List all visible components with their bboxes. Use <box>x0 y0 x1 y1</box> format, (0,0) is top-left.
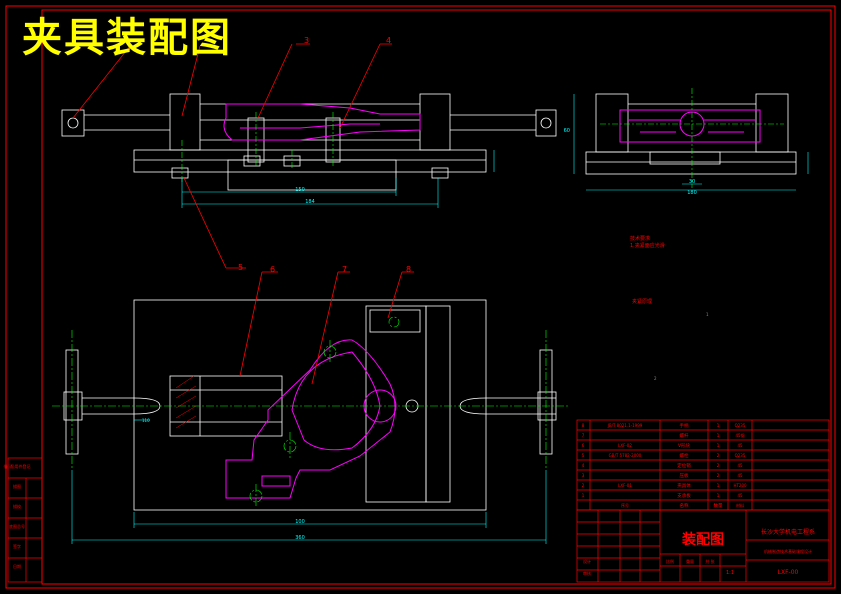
front-view-centerlines <box>52 316 568 508</box>
parts-cell-qty: 数量 <box>714 502 723 509</box>
stamp-row-label: 底图总号 <box>9 523 25 529</box>
parts-cell-qty: 1 <box>717 493 720 499</box>
stamp-row-label: 日期 <box>13 563 21 569</box>
parts-cell-name: 螺杆 <box>680 432 689 439</box>
parts-cell-qty: 2 <box>717 463 720 469</box>
parts-cell-qty: 1 <box>717 423 720 429</box>
side-view-part <box>619 109 761 143</box>
side-view-centerlines <box>600 88 784 188</box>
drawing-title: 夹具装配图 <box>22 15 232 61</box>
parts-cell-material: 45钢 <box>735 432 744 438</box>
top-dim-184: 184 <box>305 199 315 205</box>
side-dim-30: 30 <box>689 179 695 185</box>
outer-border <box>5 5 836 589</box>
stray-mark-2: 2 <box>654 376 657 381</box>
callout-6: 6 <box>270 265 275 274</box>
parts-cell-qty: 2 <box>717 453 720 459</box>
left-stamp <box>7 457 43 583</box>
parts-cell-std: LXF-02 <box>618 443 632 448</box>
title-block-drawing-name: 装配图 <box>681 531 724 548</box>
title-block-school: 长沙大学机电工程系 <box>761 528 815 536</box>
parts-cell-qty: 1 <box>717 433 720 439</box>
parts-cell-qty: 1 <box>717 483 720 489</box>
parts-cell-name: 定位销 <box>677 462 691 469</box>
parts-cell-material: 材料 <box>736 502 744 508</box>
title-block-scale: 1:1 <box>726 570 734 576</box>
parts-row-index: 1 <box>582 493 585 498</box>
parts-table <box>576 419 830 511</box>
side-dim-180: 180 <box>687 190 697 196</box>
stamp-row-label: 描图 <box>13 483 21 489</box>
title-block-drawing-no: LXF-00 <box>778 569 799 576</box>
front-view-part <box>225 339 397 499</box>
side-dim-60: 60 <box>564 128 570 134</box>
parts-row-index: 5 <box>582 453 585 458</box>
parts-cell-name: 支承板 <box>677 492 691 499</box>
parts-cell-material: 45 <box>737 493 743 498</box>
front-hatch <box>175 375 197 429</box>
front-dim-100: 100 <box>295 519 305 525</box>
tech-notes-line1: 1.夹紧面应光滑 <box>630 242 665 249</box>
title-block-label-design: 设计 <box>583 558 591 564</box>
parts-cell-material: Q235 <box>735 453 746 458</box>
top-view-dimensions <box>181 150 495 208</box>
title-block-label-scale: 比例 <box>666 558 674 564</box>
stray-mark-1: 1 <box>706 312 709 317</box>
parts-cell-std: 序号 <box>621 502 629 508</box>
parts-row-index: 7 <box>582 433 585 438</box>
parts-cell-material: HT200 <box>733 483 747 488</box>
parts-cell-std: LXF-01 <box>618 483 632 488</box>
parts-cell-material: 45 <box>737 473 743 478</box>
front-view-dims <box>71 419 547 544</box>
callout-4: 4 <box>386 36 391 45</box>
parts-cell-qty: 2 <box>717 473 720 479</box>
tech-notes-heading: 技术要求 <box>630 235 650 242</box>
callout-5: 5 <box>238 263 243 272</box>
parts-cell-material: 45 <box>737 463 743 468</box>
parts-row-index: 6 <box>582 443 585 448</box>
callout-8: 8 <box>406 265 411 274</box>
title-block-label-weight: 重量 <box>686 558 694 564</box>
parts-cell-std: GB/T 5782-2000 <box>609 453 642 458</box>
stamp-row-label: 借(通)用件登记 <box>3 463 30 469</box>
front-dim-110: 110 <box>142 418 150 423</box>
parts-cell-std: JB/T 8021.1-1999 <box>607 423 643 428</box>
parts-row-index: 2 <box>582 483 585 488</box>
title-block <box>576 509 830 583</box>
parts-cell-name: 名称 <box>680 502 689 509</box>
top-view-part <box>223 103 421 141</box>
inner-border <box>41 9 832 585</box>
top-view <box>61 93 557 191</box>
callout-3: 3 <box>304 36 309 45</box>
callout-7: 7 <box>342 265 347 274</box>
parts-cell-name: V形块 <box>678 442 691 449</box>
parts-row-index: 8 <box>582 423 585 428</box>
stamp-row-label: 签字 <box>13 543 21 549</box>
stamp-row-label: 描校 <box>13 503 21 509</box>
title-block-label-review: 审核 <box>583 570 591 576</box>
parts-cell-qty: 1 <box>717 443 720 449</box>
title-block-label-sheets: 共 张 <box>705 558 714 564</box>
front-dim-360: 360 <box>295 535 305 541</box>
tech-notes-label2: 夹紧原理 <box>632 298 652 305</box>
front-view <box>63 299 557 511</box>
parts-cell-name: 手柄 <box>680 422 689 429</box>
callout-leaders <box>72 43 414 385</box>
parts-cell-name: 夹具体 <box>677 482 691 489</box>
top-dim-150: 150 <box>295 187 305 193</box>
parts-cell-name: 压板 <box>680 472 689 479</box>
title-block-subtitle: 机械制造技术基础课程设计 <box>764 548 812 554</box>
parts-cell-name: 螺栓 <box>680 452 689 459</box>
parts-cell-material: 45 <box>737 443 743 448</box>
top-view-centerlines <box>181 112 334 182</box>
parts-row-index: 4 <box>582 463 585 468</box>
side-view <box>585 93 797 175</box>
parts-cell-material: Q235 <box>735 423 746 428</box>
parts-row-index: 3 <box>582 473 585 478</box>
